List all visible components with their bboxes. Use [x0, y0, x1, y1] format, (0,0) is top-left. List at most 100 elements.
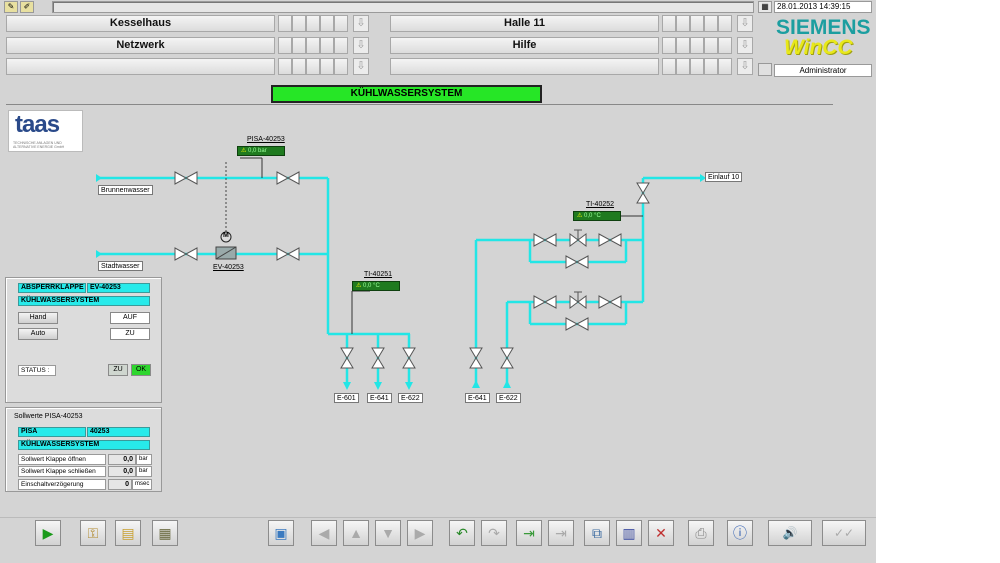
horn-ack-icon[interactable]: 🔊 — [768, 520, 812, 546]
transfer-out-icon[interactable]: ⇥ — [548, 520, 574, 546]
nav-hilfe-button[interactable]: Hilfe — [390, 37, 659, 54]
pressure-display[interactable]: ⚠ 0,0 bar — [237, 146, 285, 156]
key-icon[interactable]: ⚿ — [80, 520, 106, 546]
nav-empty-button[interactable] — [390, 58, 659, 75]
nav-sub-button[interactable] — [676, 37, 690, 54]
nav-sub-button[interactable] — [690, 37, 704, 54]
nav-sub-button[interactable] — [662, 15, 676, 32]
wincc-logo: WinCC — [784, 36, 853, 59]
outlet-label: E-622 — [496, 393, 521, 403]
chevron-down-icon[interactable]: ⇩ — [353, 37, 369, 54]
nav-sub-button[interactable] — [278, 58, 292, 75]
nav-sub-button[interactable] — [320, 37, 334, 54]
nav-sub-button[interactable] — [718, 37, 732, 54]
status-label: STATUS : — [18, 365, 56, 376]
save-icon[interactable]: ▥ — [616, 520, 642, 546]
arrow-right-icon[interactable]: ▶ — [407, 520, 433, 546]
user-icon[interactable] — [758, 63, 772, 76]
nav-sub-button[interactable] — [718, 15, 732, 32]
unit-label: bar — [136, 466, 152, 477]
report-icon[interactable]: ▦ — [152, 520, 178, 546]
valve-faceplate: ABSPERRKLAPPE EV-40253 KÜHLWASSERSYSTEM … — [5, 277, 162, 403]
transfer-in-icon[interactable]: ⇥ — [516, 520, 542, 546]
nav-sub-button[interactable] — [292, 37, 306, 54]
chevron-down-icon[interactable]: ⇩ — [353, 58, 369, 75]
edit-icon[interactable]: ✐ — [20, 1, 34, 13]
open-icon[interactable]: ⧉ — [584, 520, 610, 546]
nav-sub-button[interactable] — [704, 15, 718, 32]
nav-sub-button[interactable] — [320, 58, 334, 75]
close-window-icon[interactable]: ✕ — [648, 520, 674, 546]
nav-sub-button[interactable] — [676, 58, 690, 75]
undo-icon[interactable]: ↶ — [449, 520, 475, 546]
nav-sub-button[interactable] — [690, 15, 704, 32]
redo-icon[interactable]: ↷ — [481, 520, 507, 546]
divider — [6, 104, 833, 105]
arrow-left-icon[interactable]: ◀ — [311, 520, 337, 546]
nav-sub-button[interactable] — [306, 58, 320, 75]
faceplate-system: KÜHLWASSERSYSTEM — [18, 296, 150, 306]
nav-sub-button[interactable] — [690, 58, 704, 75]
tag-title[interactable]: PISA-40253 — [247, 136, 285, 143]
nav-sub-button[interactable] — [278, 37, 292, 54]
nav-sub-button[interactable] — [306, 15, 320, 32]
nav-sub-button[interactable] — [334, 15, 348, 32]
ack-all-icon[interactable]: ✓✓ — [822, 520, 866, 546]
nav-sub-button[interactable] — [306, 37, 320, 54]
nav-sub-button[interactable] — [334, 58, 348, 75]
nav-empty-button[interactable] — [6, 58, 275, 75]
print-icon[interactable]: ⎙ — [688, 520, 714, 546]
new-doc-icon[interactable]: ✎ — [4, 1, 18, 13]
chevron-down-icon[interactable]: ⇩ — [737, 15, 753, 32]
current-user: Administrator — [774, 64, 872, 77]
hand-mode-button[interactable]: Hand — [18, 312, 58, 324]
process-diagram — [96, 157, 706, 390]
nav-sub-button[interactable] — [662, 37, 676, 54]
setpoint-label: Einschaltverzögerung — [18, 479, 106, 490]
source-label: Brunnenwasser — [98, 185, 153, 195]
nav-sub-button[interactable] — [704, 58, 718, 75]
outlet-label: E-601 — [334, 393, 359, 403]
setpoint-tag: 40253 — [87, 427, 150, 437]
outlet-label: E-641 — [465, 393, 490, 403]
nav-netzwerk-button[interactable]: Netzwerk — [6, 37, 275, 54]
auto-mode-button[interactable]: Auto — [18, 328, 58, 340]
setpoint-close-input[interactable]: 0,0 — [108, 466, 136, 477]
arrow-down-icon[interactable]: ▼ — [375, 520, 401, 546]
setpoint-title: Sollwerte PISA-40253 — [14, 413, 83, 420]
tag-title[interactable]: TI-40251 — [364, 271, 393, 278]
folder-icon[interactable]: ▤ — [115, 520, 141, 546]
arrow-up-icon[interactable]: ▲ — [343, 520, 369, 546]
siemens-logo: SIEMENS — [776, 16, 871, 39]
setpoint-open-input[interactable]: 0,0 — [108, 454, 136, 465]
chevron-down-icon[interactable]: ⇩ — [353, 15, 369, 32]
nav-kesselhaus-button[interactable]: Kesselhaus — [6, 15, 275, 32]
screen-select-icon[interactable]: ▣ — [268, 520, 294, 546]
nav-sub-button[interactable] — [334, 37, 348, 54]
chevron-down-icon[interactable]: ⇩ — [737, 58, 753, 75]
info-icon[interactable]: ⓘ — [727, 520, 753, 546]
bottom-toolbar: ▶ ⚿ ▤ ▦ ▣ ◀ ▲ ▼ ▶ ↶ ↷ ⇥ ⇥ ⧉ ▥ ✕ ⎙ ⓘ 🔊 ✓✓ — [0, 517, 876, 563]
nav-halle11-button[interactable]: Halle 11 — [390, 15, 659, 32]
chevron-down-icon[interactable]: ⇩ — [737, 37, 753, 54]
nav-sub-button[interactable] — [718, 58, 732, 75]
setpoint-type: PISA — [18, 427, 86, 437]
temperature-display[interactable]: ⚠ 0,0 °C — [573, 211, 621, 221]
open-command-button[interactable]: AUF — [110, 312, 150, 324]
nav-sub-button[interactable] — [320, 15, 334, 32]
nav-sub-button[interactable] — [662, 58, 676, 75]
temperature-display[interactable]: ⚠ 0,0 °C — [352, 281, 400, 291]
scada-screen: ✎ ✐ Kesselhaus ⇩ Halle 11 ⇩ Netzwerk ⇩ H… — [0, 0, 876, 563]
nav-sub-button[interactable] — [292, 15, 306, 32]
delay-input[interactable]: 0 — [108, 479, 132, 490]
tag-title[interactable]: TI-40252 — [586, 201, 615, 208]
nav-sub-button[interactable] — [676, 15, 690, 32]
calendar-icon[interactable]: ▦ — [758, 1, 772, 13]
nav-sub-button[interactable] — [278, 15, 292, 32]
play-icon[interactable]: ▶ — [35, 520, 61, 546]
nav-sub-button[interactable] — [292, 58, 306, 75]
nav-sub-button[interactable] — [704, 37, 718, 54]
close-command-button[interactable]: ZU — [110, 328, 150, 340]
tag-title[interactable]: EV-40253 — [213, 264, 244, 271]
valve — [174, 171, 188, 185]
